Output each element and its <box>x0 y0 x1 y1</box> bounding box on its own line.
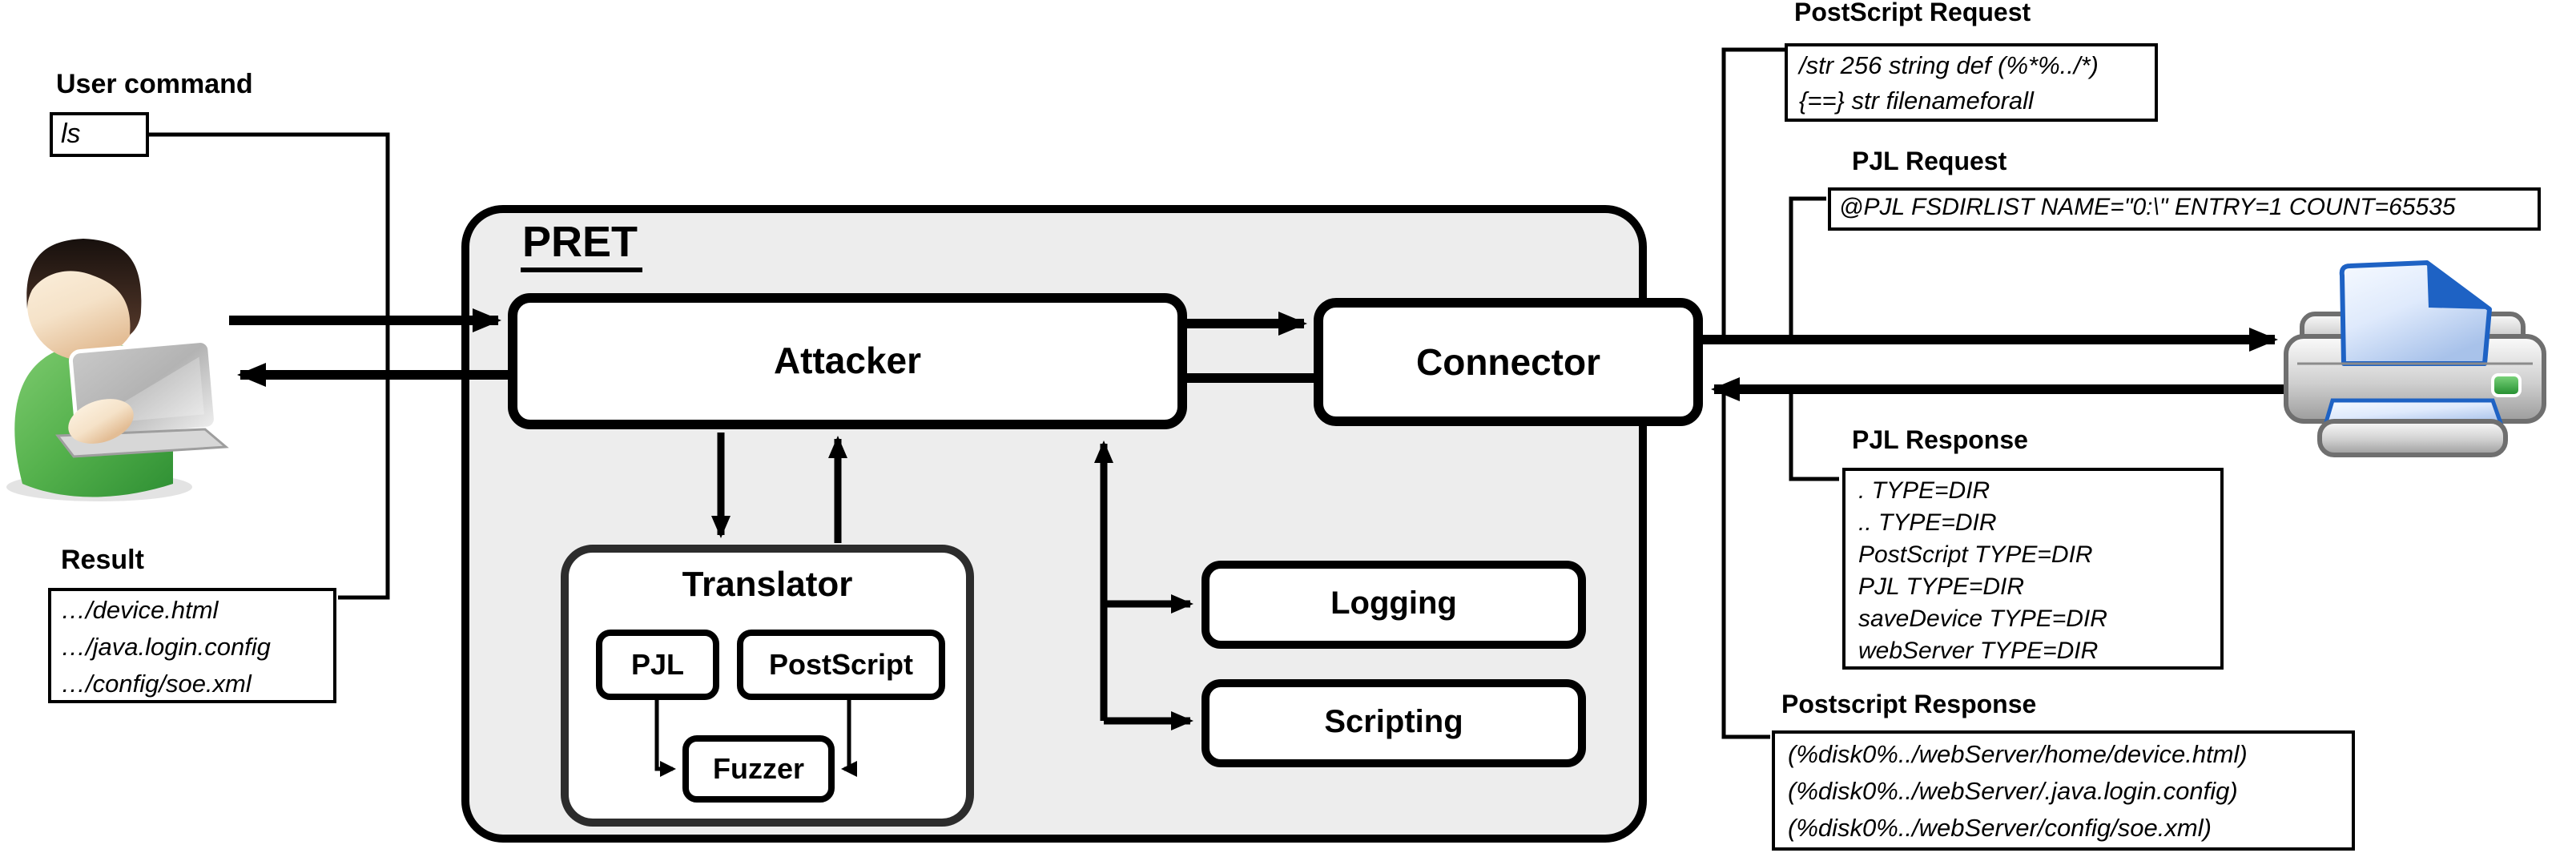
user-command-input-box: ls <box>50 112 149 157</box>
logging-node: Logging <box>1201 561 1586 649</box>
pjl-response-line: .. TYPE=DIR <box>1858 509 1997 537</box>
postscript-response-box: (%disk0%../webServer/home/device.html) (… <box>1772 730 2355 851</box>
postscript-response-line: (%disk0%../webServer/.java.login.config) <box>1788 779 2238 806</box>
user-command-to-result-elbow <box>149 132 390 600</box>
pjl-request-title: PJL Request <box>1852 149 2007 176</box>
result-label: Result <box>61 545 144 575</box>
postscript-response-line: (%disk0%../webServer/home/device.html) <box>1788 742 2248 769</box>
result-line: …/config/soe.xml <box>61 671 252 698</box>
translator-title: Translator <box>682 564 853 604</box>
postscript-request-line: /str 256 string def (%*%../*) <box>1799 53 2099 80</box>
pjl-response-line: saveDevice TYPE=DIR <box>1858 606 2107 633</box>
postscript-response-title: Postscript Response <box>1781 692 2037 719</box>
pjl-request-line: @PJL FSDIRLIST NAME="0:\" ENTRY=1 COUNT=… <box>1839 194 2456 221</box>
printer-icon <box>2284 260 2546 457</box>
pjl-node: PJL <box>596 630 719 700</box>
user-with-laptop-icon <box>6 239 229 501</box>
pjl-request-elbow <box>1789 196 1826 335</box>
scripting-node: Scripting <box>1201 679 1586 767</box>
fuzzer-node: Fuzzer <box>682 735 835 803</box>
postscript-response-elbow <box>1721 394 1770 739</box>
pjl-response-line: webServer TYPE=DIR <box>1858 638 2099 665</box>
result-box: …/device.html …/java.login.config …/conf… <box>48 588 336 703</box>
pjl-response-line: PostScript TYPE=DIR <box>1858 541 2093 569</box>
postscript-node: PostScript <box>737 630 945 700</box>
postscript-request-elbow <box>1721 47 1785 335</box>
pjl-response-box: . TYPE=DIR .. TYPE=DIR PostScript TYPE=D… <box>1842 468 2224 670</box>
attacker-node: Attacker <box>508 293 1187 429</box>
result-line: …/java.login.config <box>61 634 271 662</box>
pjl-response-line: PJL TYPE=DIR <box>1858 573 2025 601</box>
pjl-response-elbow <box>1789 394 1839 481</box>
pjl-request-box: @PJL FSDIRLIST NAME="0:\" ENTRY=1 COUNT=… <box>1828 187 2541 231</box>
pjl-response-title: PJL Response <box>1852 428 2028 455</box>
result-line: …/device.html <box>61 597 219 625</box>
connector-node: Connector <box>1314 298 1703 426</box>
user-command-label: User command <box>56 69 253 99</box>
pjl-response-line: . TYPE=DIR <box>1858 477 1990 505</box>
postscript-response-line: (%disk0%../webServer/config/soe.xml) <box>1788 815 2212 843</box>
postscript-request-title: PostScript Request <box>1794 0 2031 27</box>
postscript-request-box: /str 256 string def (%*%../*) {==} str f… <box>1785 43 2158 122</box>
pret-title: PRET <box>521 218 643 272</box>
postscript-request-line: {==} str filenameforall <box>1799 87 2034 115</box>
